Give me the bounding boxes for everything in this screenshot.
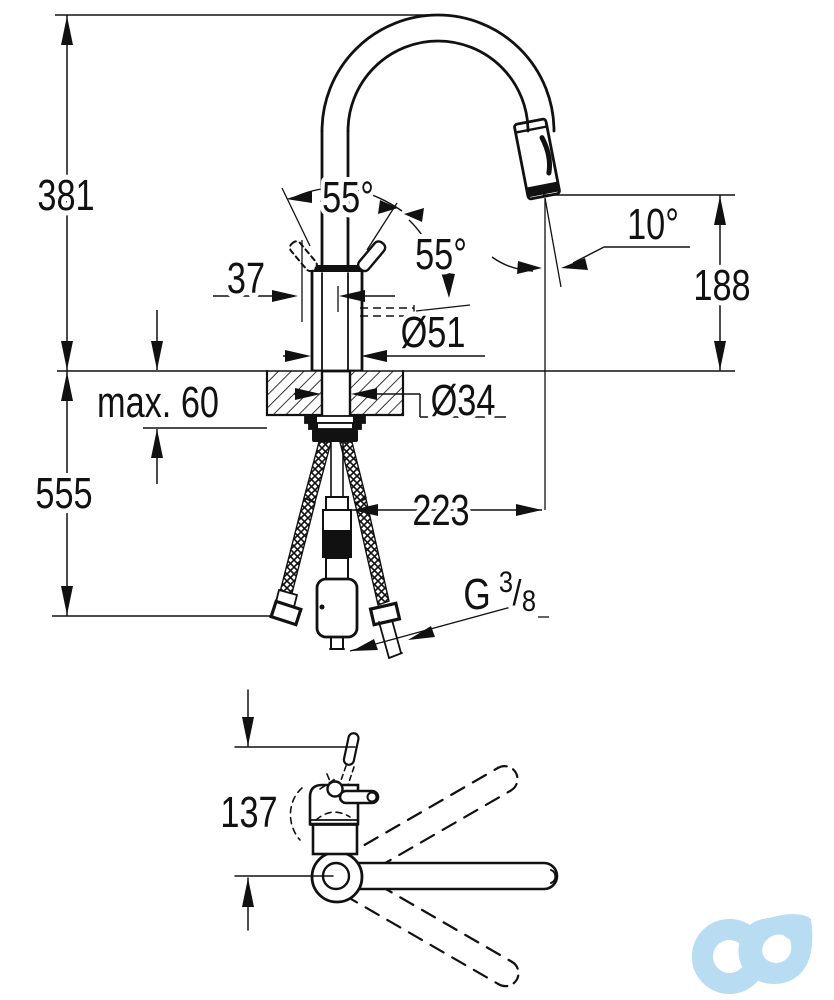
thread-g: G [463, 570, 490, 619]
watermark-c-shape [692, 919, 761, 994]
plan-view [234, 689, 559, 988]
label-below-counter-depth: 555 [35, 469, 92, 518]
front-dimensions [52, 14, 735, 652]
label-lever-length: 137 [220, 788, 277, 837]
lever-base [326, 780, 344, 798]
watermark-logo-icon [692, 914, 813, 994]
spray-head [513, 117, 561, 201]
label-thread-size: G 3 / 8 [459, 560, 541, 623]
arrowheads [61, 16, 726, 651]
label-counter-thickness: max. 60 [97, 378, 219, 427]
label-hole-diameter: Ø34 [431, 376, 496, 425]
thread-numerator: 3 [499, 565, 513, 598]
pulldown-hose-weight [315, 442, 359, 650]
mounting-hardware [304, 415, 366, 442]
spout-plan [335, 861, 559, 891]
faucet-body [309, 265, 365, 373]
label-handle-offset: 37 [227, 254, 265, 303]
label-handle-swivel-left: 55° [322, 173, 374, 222]
label-handle-swivel-right: 55° [415, 230, 467, 279]
thread-slash: / [512, 573, 521, 613]
spout-arc [320, 13, 556, 270]
supply-hoses [269, 441, 403, 659]
handle-lever-solid [356, 240, 387, 273]
label-overall-height: 381 [37, 171, 94, 220]
label-spout-reach: 223 [412, 486, 469, 535]
lever-up-plan [342, 732, 360, 766]
handle-lever-dashed [288, 240, 318, 273]
body-plan [311, 822, 359, 856]
label-outlet-height: 188 [693, 261, 750, 310]
watermark-d-hole [762, 934, 792, 963]
label-body-diameter: Ø51 [401, 308, 466, 357]
label-spray-angle: 10° [627, 200, 679, 249]
thread-denominator: 8 [522, 584, 536, 617]
dimension-labels: 381 555 max. 60 55° 55° 37 Ø51 Ø34 10° 1… [31, 167, 755, 842]
